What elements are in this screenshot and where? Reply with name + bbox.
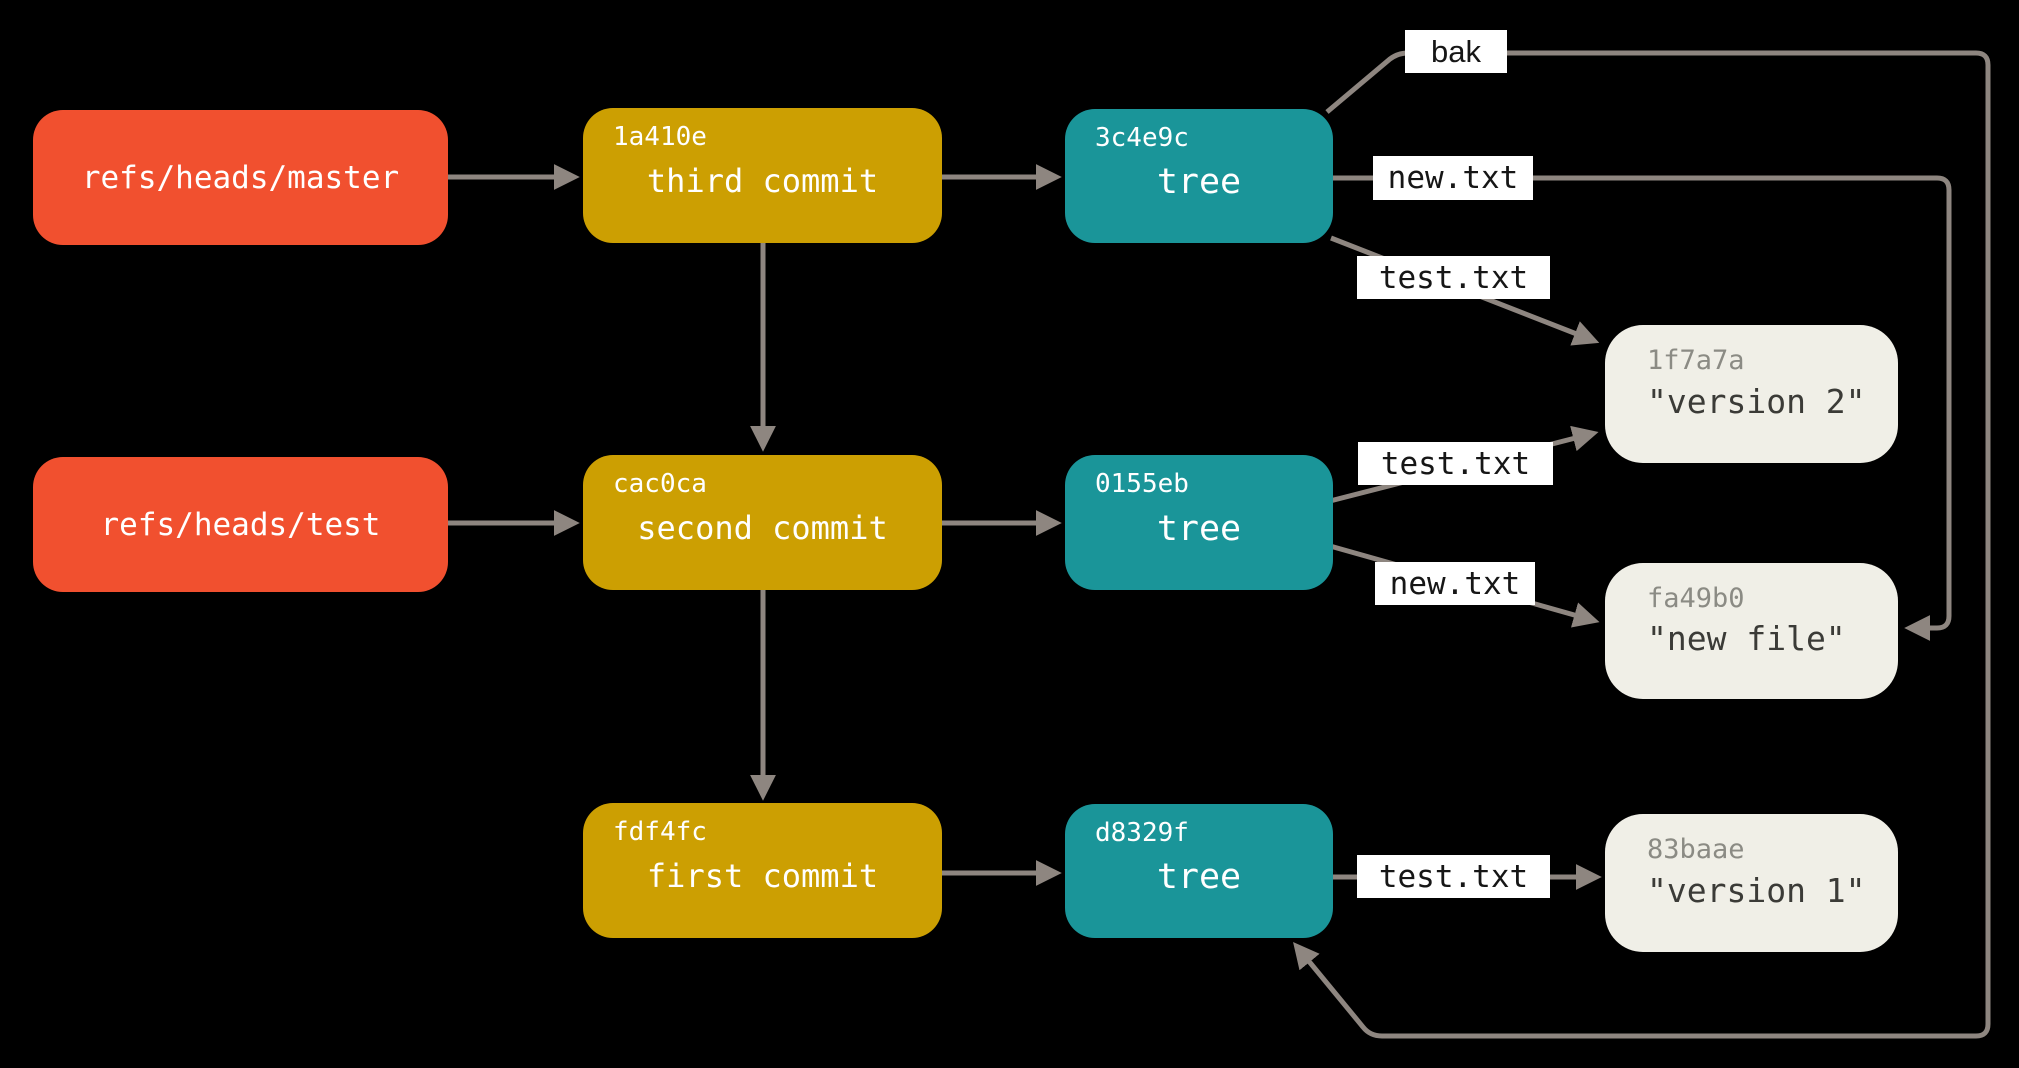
edge-label-testtxt-top: test.txt (1357, 256, 1550, 299)
tree-label: tree (1156, 857, 1242, 897)
edge-bak-to-first-tree (1293, 50, 1991, 1039)
blob-hash: fa49b0 (1647, 583, 1745, 614)
tree-label: tree (1156, 162, 1242, 202)
ref-name: refs/heads/test (100, 506, 381, 543)
blob-node-83baae: 83baae "version 1" (1605, 814, 1898, 952)
commit-hash: 1a410e (613, 122, 707, 152)
commit-hash: fdf4fc (613, 817, 707, 847)
blob-node-fa49b0: fa49b0 "new file" (1605, 563, 1898, 699)
edge-newtxt-top-to-fa49b0 (1333, 175, 1952, 641)
tree-node-d8329f: d8329f tree (1065, 804, 1333, 938)
commit-label: first commit (646, 856, 879, 895)
blob-node-1f7a7a: 1f7a7a "version 2" (1605, 325, 1898, 463)
tree-hash: 0155eb (1095, 469, 1189, 499)
edge-label-testtxt-mid: test.txt (1358, 442, 1553, 485)
commit-node-third: 1a410e third commit (583, 108, 942, 243)
edge-label-newtxt-mid: new.txt (1375, 562, 1535, 605)
blob-content: "new file" (1647, 618, 1846, 658)
commit-node-second: cac0ca second commit (583, 455, 942, 590)
tree-hash: d8329f (1095, 818, 1189, 848)
tree-node-3c4e9c: 3c4e9c tree (1065, 109, 1333, 243)
tree-label: tree (1156, 508, 1242, 549)
ref-name: refs/heads/master (81, 159, 400, 196)
tree-node-0155eb: 0155eb tree (1065, 455, 1333, 590)
tree-hash: 3c4e9c (1095, 123, 1189, 153)
edge-label-testtxt-bottom: test.txt (1357, 855, 1550, 898)
ref-node-master: refs/heads/master (33, 110, 448, 245)
commit-hash: cac0ca (613, 469, 707, 499)
blob-hash: 1f7a7a (1647, 345, 1745, 376)
commit-node-first: fdf4fc first commit (583, 803, 942, 938)
commit-label: second commit (637, 508, 888, 547)
blob-content: "version 1" (1647, 870, 1866, 910)
blob-content: "version 2" (1647, 381, 1866, 421)
commit-label: third commit (646, 161, 879, 200)
edge-label-bak: bak (1405, 30, 1507, 73)
ref-node-test: refs/heads/test (33, 457, 448, 592)
edge-label-newtxt-top: new.txt (1373, 156, 1533, 200)
blob-hash: 83baae (1647, 834, 1745, 865)
